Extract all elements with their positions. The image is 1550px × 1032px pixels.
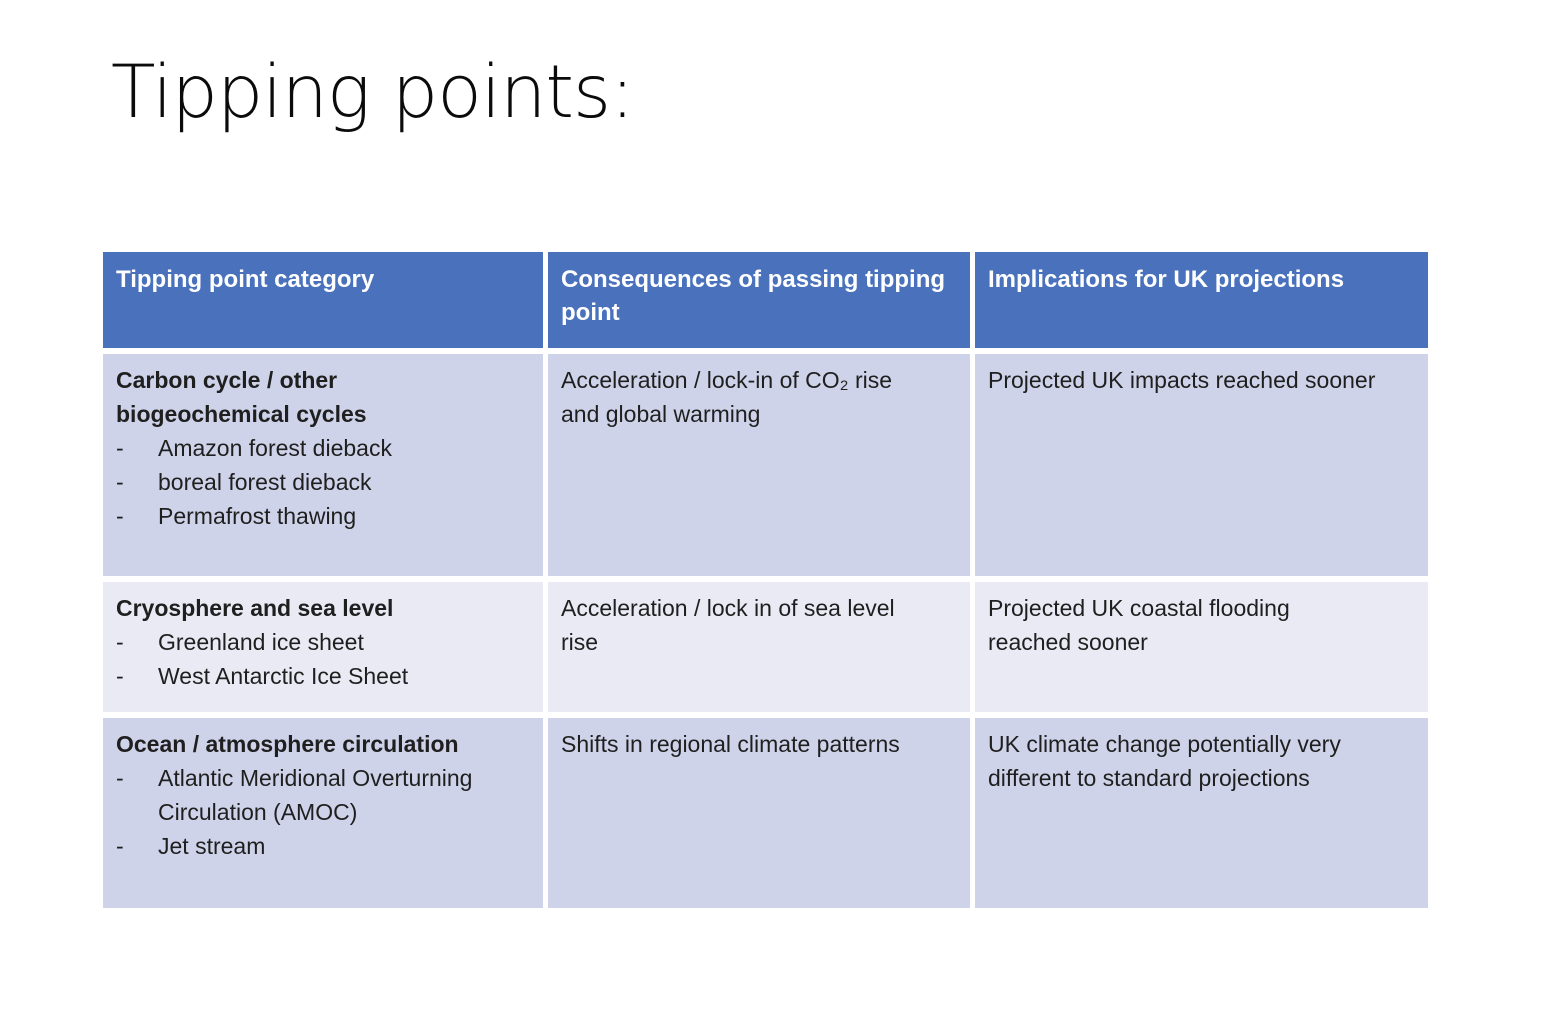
- list-item: - Jet stream: [116, 829, 530, 863]
- list-item: - Atlantic Meridional Overturning Circul…: [116, 761, 530, 829]
- category-title: Ocean / atmosphere circulation: [116, 731, 459, 757]
- list-item: - Permafrost thawing: [116, 499, 530, 533]
- implications-cell: Projected UK coastal flooding reached so…: [975, 582, 1428, 712]
- consequences-cell: Shifts in regional climate patterns: [548, 718, 970, 908]
- list-item: - Amazon forest dieback: [116, 431, 530, 465]
- implications-cell: UK climate change potentially very diffe…: [975, 718, 1428, 908]
- bullet-dash: -: [116, 765, 124, 791]
- list-item: - boreal forest dieback: [116, 465, 530, 499]
- category-cell: Ocean / atmosphere circulation - Atlanti…: [103, 718, 543, 908]
- bullet-dash: -: [116, 629, 124, 655]
- category-title: Carbon cycle / other biogeochemical cycl…: [116, 367, 367, 427]
- page-title: Tipping points:: [111, 50, 635, 135]
- bullet-dash: -: [116, 469, 124, 495]
- bullet-text: Permafrost thawing: [158, 503, 357, 529]
- bullet-list: - Amazon forest dieback - boreal forest …: [116, 431, 530, 533]
- bullet-dash: -: [116, 663, 124, 689]
- header-cell-category: Tipping point category: [103, 252, 543, 348]
- bullet-dash: -: [116, 435, 124, 461]
- list-item: - Greenland ice sheet: [116, 625, 530, 659]
- category-cell: Carbon cycle / other biogeochemical cycl…: [103, 354, 543, 576]
- category-cell: Cryosphere and sea level - Greenland ice…: [103, 582, 543, 712]
- bullet-list: - Atlantic Meridional Overturning Circul…: [116, 761, 530, 863]
- bullet-text: West Antarctic Ice Sheet: [158, 663, 409, 689]
- bullet-text: Greenland ice sheet: [158, 629, 364, 655]
- bullet-text: Atlantic Meridional Overturning Circulat…: [158, 765, 473, 825]
- bullet-text: Jet stream: [158, 833, 266, 859]
- header-cell-consequences: Consequences of passing tipping point: [548, 252, 970, 348]
- bullet-list: - Greenland ice sheet - West Antarctic I…: [116, 625, 530, 693]
- bullet-text: Amazon forest dieback: [158, 435, 392, 461]
- header-cell-implications: Implications for UK projections: [975, 252, 1428, 348]
- bullet-dash: -: [116, 503, 124, 529]
- category-title: Cryosphere and sea level: [116, 595, 394, 621]
- implications-cell: Projected UK impacts reached sooner: [975, 354, 1428, 576]
- consequences-cell: Acceleration / lock-in of CO₂ rise and g…: [548, 354, 970, 576]
- consequences-cell: Acceleration / lock in of sea level rise: [548, 582, 970, 712]
- bullet-text: boreal forest dieback: [158, 469, 372, 495]
- bullet-dash: -: [116, 833, 124, 859]
- list-item: - West Antarctic Ice Sheet: [116, 659, 530, 693]
- tipping-points-table: Tipping point category Consequences of p…: [103, 252, 1428, 908]
